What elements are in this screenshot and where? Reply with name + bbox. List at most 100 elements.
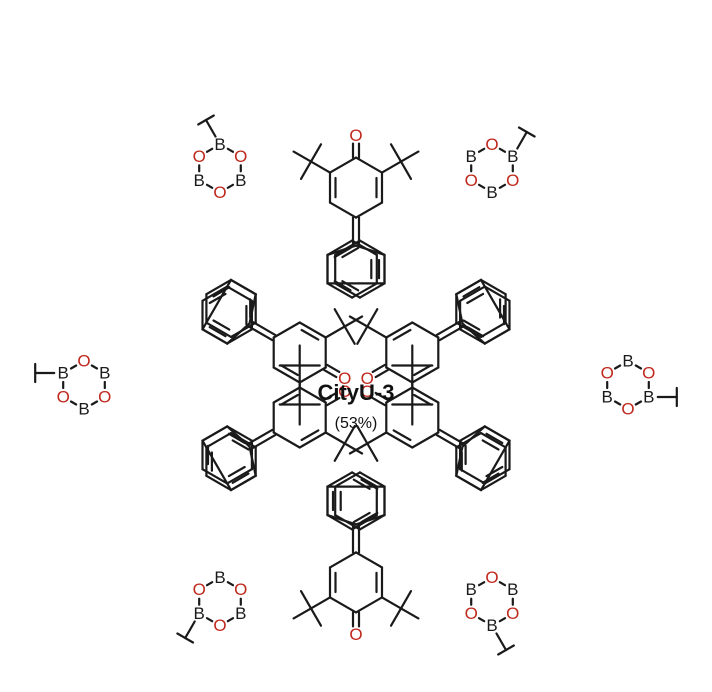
boroxine-3-boron-0: B	[194, 604, 205, 623]
unit-1-benzoL-b4-inner	[462, 319, 481, 331]
boroxine-2-oxygen-3: O	[485, 568, 498, 587]
unit-0-qb3	[354, 156, 384, 174]
boroxine-4-bond1	[90, 364, 99, 370]
boroxine-0-bond5	[498, 147, 507, 153]
unit-0-carbonyl-oxygen: O	[349, 126, 362, 145]
boroxine-1-bond3	[613, 364, 622, 370]
unit-0-benzoR-b1	[351, 239, 378, 256]
boroxine-0-boron-0: B	[507, 147, 518, 166]
boroxine-0-boron-4: B	[466, 147, 477, 166]
boroxine-2-oxygen-1: O	[465, 604, 478, 623]
boroxine-3-bond1	[205, 581, 214, 587]
unit-1-benzoR-b0-inner	[466, 326, 485, 338]
unit-2-qb1	[385, 431, 414, 449]
unit-3-qb5	[328, 551, 358, 569]
boroxine-5-boron-0: B	[214, 135, 225, 154]
unit-2-benzoL-b5	[459, 425, 486, 442]
unit-4-benzoR-b5	[201, 425, 229, 442]
unit-2-tbu1-me0	[366, 442, 379, 462]
unit-0-tbu2-stem	[380, 160, 403, 174]
structure-name: CityU-3	[317, 380, 394, 405]
unit-3-tbu1-me0	[399, 589, 413, 610]
unit-5-benzoL-b0	[201, 328, 229, 345]
unit-5-benzoL-b5	[226, 328, 253, 345]
unit-3-benzoR-b0	[358, 513, 386, 531]
boroxine-3-stub	[184, 620, 196, 640]
unit-1-qb2	[385, 366, 414, 384]
unit-2-benzoL-b0-inner	[485, 432, 504, 444]
unit-4-tbu2-stem	[324, 431, 346, 445]
atom-labels: OOOOOOBOBOBOBOBOBOBOBOBOBOBOBOBOBOBOBOBO…	[57, 126, 656, 644]
unit-3-benzoR-b4-inner	[360, 478, 379, 490]
unit-5-tbu1-me2	[343, 325, 356, 345]
boroxine-4-bond3	[90, 400, 99, 406]
unit-3-tbu2-stem	[309, 596, 332, 610]
unit-4-benzoL-b3	[205, 432, 233, 449]
unit-5-benzoR-b4	[205, 278, 233, 296]
unit-0-benzoR-b0	[326, 239, 354, 256]
unit-4-qb2	[298, 386, 327, 404]
unit-5-co-a	[323, 369, 338, 379]
boroxine-0-boron-2: B	[486, 183, 497, 202]
boroxine-0-oxygen-1: O	[506, 171, 519, 190]
unit-4-carbonyl-oxygen: O	[338, 382, 351, 401]
unit-1-benzoR-b3	[483, 285, 511, 302]
unit-5-qb0	[272, 321, 301, 339]
unit-4-benzoR-b0	[226, 425, 253, 442]
unit-1-benzoL-b3	[479, 321, 507, 338]
unit-5-qb1	[298, 321, 327, 339]
boroxine-1-boron-0: B	[643, 388, 654, 407]
unit-4-qb4	[298, 431, 327, 449]
boroxine-3-boron-4: B	[235, 604, 246, 623]
unit-5-benzoL-b0-inner	[208, 326, 227, 338]
boroxine-5-stub	[204, 118, 217, 138]
unit-2-qb1-inner	[392, 429, 412, 442]
unit-4-benzoL-b4-inner	[231, 439, 250, 451]
unit-4-tbu2-me1	[343, 442, 364, 455]
unit-5-tbu1-me1	[343, 315, 364, 328]
unit-0-benzoL-b2-inner	[341, 280, 360, 292]
boroxine-5-oxygen-3: O	[213, 183, 226, 202]
unit-1-benzoL-b0-inner	[462, 286, 481, 298]
unit-5-tbu1-me0	[333, 308, 346, 328]
unit-3-qb0	[354, 551, 384, 569]
unit-2-benzoL-b3	[459, 468, 486, 485]
unit-2-tbu1-me2	[356, 425, 369, 445]
unit-0-tbu1-me2	[309, 143, 323, 163]
boroxine-2-bond2	[477, 581, 486, 587]
unit-2-exo-b	[435, 434, 463, 451]
unit-0-tbu2-me0	[389, 143, 403, 163]
unit-4-qb1-inner	[280, 393, 299, 406]
unit-4-exo-a	[249, 434, 277, 451]
boroxine-3-bond4	[226, 617, 235, 623]
boroxine-5-bond0	[226, 147, 235, 153]
unit-1-exo-b	[438, 325, 466, 342]
unit-3-qb2	[354, 596, 384, 614]
unit-4-benzoR-b2-inner	[227, 465, 246, 478]
unit-3-benzoR-b0-inner	[360, 511, 379, 524]
boroxine-2-boron-0: B	[486, 616, 497, 635]
unit-2-benzoR-b4-inner	[481, 472, 500, 484]
unit-4-benzoL-b0-inner	[231, 472, 250, 484]
unit-2-benzoL-b2-inner	[485, 465, 504, 478]
boroxine-0-bond2	[477, 183, 486, 189]
unit-4-benzoR-b3	[201, 468, 229, 485]
unit-4-co-a	[326, 397, 341, 407]
unit-1-qb1-inner	[413, 364, 432, 377]
unit-3-qb3	[328, 596, 358, 614]
boroxine-1-bond1	[613, 400, 622, 406]
boroxine-2-cut	[497, 644, 515, 656]
boroxine-5-bond5	[205, 147, 214, 153]
unit-2-qb3	[385, 386, 414, 404]
unit-3-benzoR-b1	[334, 513, 361, 531]
unit-5-benzoR-b1	[229, 321, 257, 338]
unit-1-carbonyl-oxygen: O	[361, 369, 374, 388]
unit-0-tbu1-me0	[299, 160, 313, 180]
unit-5-benzoL-b2-inner	[208, 292, 227, 305]
unit-1-benzoL-b1	[479, 278, 507, 296]
unit-3-tbu2-me0	[309, 607, 323, 627]
boroxine-1-boron-2: B	[602, 388, 613, 407]
unit-2-tbu1-me1	[348, 442, 369, 455]
